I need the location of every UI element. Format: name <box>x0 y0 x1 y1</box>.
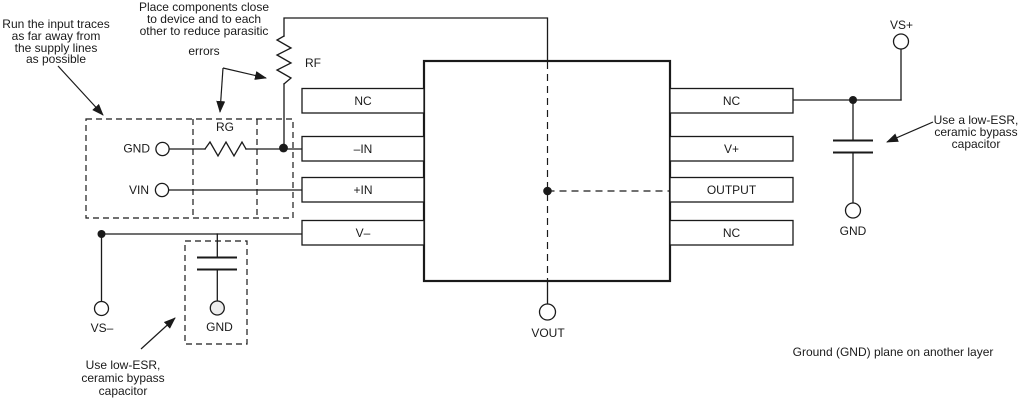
right-pins: NC V+ OUTPUT NC <box>669 87 794 246</box>
terminal-labels: GND VIN VS– GND VOUT VS+ GND <box>91 18 913 340</box>
feedback-trace <box>283 17 549 61</box>
vout-label: VOUT <box>531 326 565 340</box>
pin-label-inverting-input: –IN <box>354 142 373 156</box>
rg-resistor-symbol <box>204 140 247 158</box>
vs-plus-terminal <box>892 33 910 50</box>
gnd-bypass-left-terminal <box>209 300 225 316</box>
vs-plus-label: VS+ <box>890 18 913 32</box>
terminals <box>93 33 910 321</box>
pin-nc-right-top <box>669 87 794 114</box>
gnd-bypass-left-label: GND <box>206 320 233 334</box>
vin-terminal <box>154 182 170 198</box>
gnd-bypass-right-terminal <box>844 202 862 219</box>
bypass-right-note-line2: ceramic bypass <box>934 125 1017 139</box>
pin-nc-right-bottom <box>669 219 794 246</box>
inverting-node-junction-dot <box>279 143 288 153</box>
dashed-regions <box>85 118 294 345</box>
place-components-note-line2: to device and to each <box>147 12 261 26</box>
annotation-input-traces: Run the input traces as far away from th… <box>2 17 109 66</box>
capacitors <box>197 139 873 271</box>
bypass-left-note-line1: Use low-ESR, <box>86 358 161 372</box>
bypass-right-note-line3: capacitor <box>952 137 1001 151</box>
v-minus-junction-dot <box>97 230 106 238</box>
ground-plane-note: Ground (GND) plane on another layer <box>793 345 994 359</box>
pin-label-v-plus: V+ <box>724 142 739 156</box>
bypass-left-arrow <box>140 317 176 350</box>
gnd-input-label: GND <box>123 142 150 156</box>
left-pins: NC –IN +IN V– <box>301 87 425 246</box>
input-traces-arrow <box>57 65 104 116</box>
pin-label-nc-right-top: NC <box>723 94 741 108</box>
place-components-note-line1: Place components close <box>139 0 269 14</box>
pin-label-v-minus: V– <box>356 226 371 240</box>
rf-resistor-symbol <box>275 35 293 85</box>
pin-label-output: OUTPUT <box>707 183 757 197</box>
vs-minus-label: VS– <box>91 321 114 335</box>
pin-output <box>669 176 794 203</box>
bypass-left-region <box>184 240 248 345</box>
ic-internal-node-dot <box>543 186 552 196</box>
annotation-arrows <box>57 65 934 350</box>
vout-terminal <box>538 303 557 321</box>
pin-label-nc-left: NC <box>354 94 372 108</box>
input-traces-note-line3: the supply lines <box>15 41 98 55</box>
pin-v-plus <box>669 135 794 162</box>
pin-label-noninverting-input: +IN <box>353 183 372 197</box>
annotation-bypass-right: Use a low-ESR, ceramic bypass capacitor <box>934 113 1019 151</box>
vs-minus-terminal <box>93 300 110 317</box>
pin-v-minus <box>301 219 425 246</box>
ic <box>422 59 672 283</box>
place-components-arrow-to-rg <box>216 67 226 113</box>
rf-label: RF <box>305 56 321 70</box>
gnd-bypass-right-label: GND <box>840 224 867 238</box>
wires <box>100 17 902 305</box>
component-labels: RF RG <box>216 56 321 134</box>
pin-inverting-input <box>301 135 425 162</box>
pin-label-nc-right-bottom: NC <box>723 226 741 240</box>
annotation-place-components: Place components close to device and to … <box>139 0 269 58</box>
gnd-input-terminal <box>155 141 170 157</box>
resistors <box>204 35 293 158</box>
bypass-right-arrow <box>886 121 934 143</box>
place-components-arrow-to-rf <box>222 67 267 80</box>
input-traces-note-line4: as possible <box>26 52 86 66</box>
pin-noninverting-input <box>301 176 425 203</box>
input-traces-note-line2: as far away from <box>12 29 101 43</box>
pin-nc-left <box>301 87 425 114</box>
input-components-region <box>85 118 294 219</box>
bypass-right-note-line1: Use a low-ESR, <box>934 113 1019 127</box>
place-components-note-line3: other to reduce parasitic <box>140 24 269 38</box>
v-plus-junction-dot <box>849 96 857 104</box>
place-components-note-line4: errors <box>188 44 219 58</box>
input-traces-note-line1: Run the input traces <box>2 17 109 31</box>
annotation-bypass-left: Use low-ESR, ceramic bypass capacitor <box>81 358 164 398</box>
rg-label: RG <box>216 120 234 134</box>
vin-label: VIN <box>129 183 149 197</box>
bypass-left-note-line2: ceramic bypass <box>81 371 164 385</box>
junctions <box>97 96 857 238</box>
bypass-left-note-line3: capacitor <box>99 384 148 398</box>
